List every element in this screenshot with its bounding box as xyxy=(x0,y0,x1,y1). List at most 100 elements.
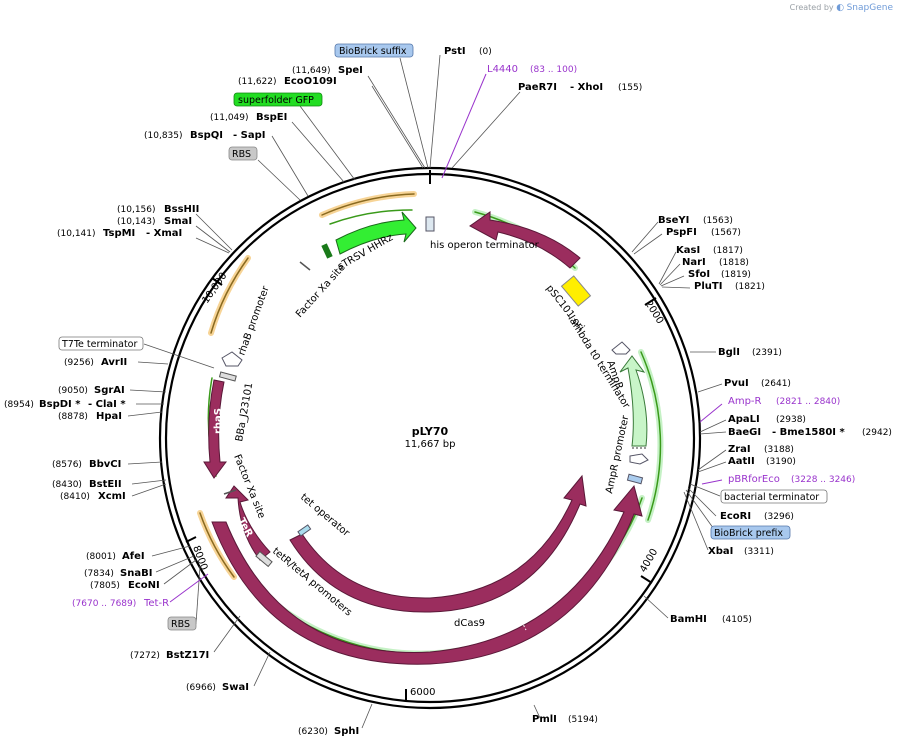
box-bacterial-terminator[interactable]: bacterial terminator xyxy=(720,489,828,504)
tetr-arrow[interactable] xyxy=(225,485,271,561)
rhab-orange-line xyxy=(210,257,249,334)
lambda-terminator-mark xyxy=(611,341,631,355)
primer-tetr[interactable]: (7670 .. 7689) Tet-R xyxy=(72,598,169,609)
primer-pbrforeco-range: (3228 .. 3246) xyxy=(791,475,855,485)
superfolder-gfp-arrow[interactable] xyxy=(335,211,417,255)
enzyme-afei-pos: (8001) xyxy=(86,552,116,562)
enzyme-spei[interactable]: (11,649) SpeI xyxy=(292,65,363,76)
primer-l4440[interactable]: L4440 (83 .. 100) xyxy=(487,64,577,75)
dcas9-3-7-arrow[interactable] xyxy=(289,474,587,613)
enzyme-kasi-pos: (1817) xyxy=(713,246,743,256)
enzyme-afei[interactable]: (8001) AfeI xyxy=(86,551,145,562)
rbs-gfp-mark xyxy=(321,243,333,259)
enzyme-psti[interactable]: PstI (0) xyxy=(444,46,492,57)
enzyme-xcmi[interactable]: (8410) XcmI xyxy=(60,491,126,502)
enzyme-zrai-name: ZraI xyxy=(728,444,751,455)
his-terminator-mark xyxy=(425,216,435,232)
enzyme-ecoo109i[interactable]: (11,622) EcoO109I xyxy=(238,76,337,87)
leader-rbs-top xyxy=(257,159,301,201)
plasmid-name: pLY70 xyxy=(412,425,449,438)
enzyme-sapi[interactable]: (10,835) BspQI - SapI xyxy=(144,130,265,141)
enzyme-bspdi-name: BspDI * xyxy=(39,399,81,410)
credit-brand: SnapGene xyxy=(846,3,893,13)
enzyme-bbvci-name: BbvCI xyxy=(89,459,121,470)
enzyme-hpai[interactable]: (8878) HpaI xyxy=(58,411,122,422)
box-rbs-top-text: RBS xyxy=(232,149,251,160)
box-rbs-bottom[interactable]: RBS xyxy=(167,616,197,631)
bba-j23101-mark xyxy=(218,371,237,382)
box-biobrick-prefix[interactable]: BioBrick prefix xyxy=(710,525,791,540)
psc101-ori-mark[interactable] xyxy=(560,275,592,307)
box-t7te-terminator[interactable]: T7Te terminator xyxy=(58,336,144,351)
enzyme-xhoi[interactable]: PaeR7I - XhoI (155) xyxy=(518,82,642,93)
enzyme-pspfi[interactable]: PspFI (1567) xyxy=(666,227,741,238)
leader-biobrick-suffix xyxy=(399,57,429,169)
enzyme-psti-name: PstI xyxy=(444,46,466,57)
box-biobrick-suffix[interactable]: BioBrick suffix xyxy=(334,43,414,58)
leader-nari xyxy=(659,263,681,286)
enzyme-xbai[interactable]: XbaI (3311) xyxy=(708,546,774,557)
enzyme-bspei[interactable]: (11,049) BspEI xyxy=(210,112,287,123)
primer-pbrforeco[interactable]: pBRforEco (3228 .. 3246) xyxy=(728,474,855,485)
primer-ampr[interactable]: Amp-R (2821 .. 2840) xyxy=(728,396,840,407)
enzyme-sfoi-name: SfoI xyxy=(688,269,710,280)
enzyme-clai-pos: (8954) xyxy=(4,400,34,410)
enzyme-xmai-pos: (10,141) xyxy=(57,229,96,239)
plasmid-length: 11,667 bp xyxy=(405,439,456,450)
primer-ampr-line xyxy=(699,403,723,423)
enzyme-snabi[interactable]: (7834) SnaBI xyxy=(84,568,152,579)
dcas9-arrow[interactable] xyxy=(211,484,643,665)
box-t7te-bg xyxy=(58,336,144,351)
dcas9-label: dCas9 xyxy=(454,618,485,629)
primer-tetr-range: (7670 .. 7689) xyxy=(72,599,136,609)
enzyme-bgli-name: BglI xyxy=(718,347,740,358)
enzyme-swai-name: SwaI xyxy=(222,682,249,693)
enzyme-pvui-name: PvuI xyxy=(724,378,749,389)
primer-l4440-name: L4440 xyxy=(487,64,518,75)
rhas-arrow[interactable] xyxy=(203,379,227,479)
enzyme-ecori[interactable]: EcoRI (3296) xyxy=(720,511,794,522)
enzyme-sfoi[interactable]: SfoI (1819) xyxy=(688,269,751,280)
snapgene-icon: ◐ xyxy=(836,3,845,13)
box-rbs-top[interactable]: RBS xyxy=(228,146,258,161)
enzyme-bbvci[interactable]: (8576) BbvCI xyxy=(52,459,121,470)
leader-bsshii xyxy=(195,213,233,251)
enzyme-ecoo109i-pos: (11,622) xyxy=(238,77,277,87)
enzyme-sgrai[interactable]: (9050) SgrAI xyxy=(58,385,125,396)
enzyme-bstz17i[interactable]: (7272) BstZ17I xyxy=(130,650,209,661)
enzyme-sgrai-pos: (9050) xyxy=(58,386,88,396)
tick-label-4000: 4000 xyxy=(638,547,660,575)
enzyme-pspfi-pos: (1567) xyxy=(711,228,741,238)
leader-biobrick-prefix xyxy=(685,489,717,533)
enzyme-pluti[interactable]: PluTI (1821) xyxy=(694,281,765,292)
enzyme-bspei-name: BspEI xyxy=(256,112,287,123)
enzyme-bamhi[interactable]: BamHI (4105) xyxy=(670,614,752,625)
enzyme-afei-name: AfeI xyxy=(122,551,145,562)
enzyme-bme1580i[interactable]: BaeGI - Bme1580I * (2942) xyxy=(728,427,892,438)
ampr-arrow[interactable] xyxy=(619,355,648,447)
enzyme-bsteii[interactable]: (8430) BstEII xyxy=(52,479,122,490)
enzyme-zrai[interactable]: ZraI (3188) xyxy=(728,444,794,455)
box-biobrick-prefix-text: BioBrick prefix xyxy=(714,528,783,539)
enzyme-swai[interactable]: (6966) SwaI xyxy=(186,682,249,693)
enzyme-avrii[interactable]: (9256) AvrII xyxy=(64,357,127,368)
enzyme-clai[interactable]: (8954) BspDI * - ClaI * xyxy=(4,399,126,410)
rep101-arrow[interactable] xyxy=(469,211,581,269)
enzyme-pmli[interactable]: PmlI (5194) xyxy=(532,714,598,725)
enzyme-xmai[interactable]: (10,141) TspMI - XmaI xyxy=(57,228,182,239)
enzyme-kasi[interactable]: KasI (1817) xyxy=(676,245,743,256)
enzyme-apali[interactable]: ApaLI (2938) xyxy=(728,414,806,425)
enzyme-aatii[interactable]: AatII (3190) xyxy=(728,456,796,467)
enzyme-bsshii[interactable]: (10,156) BssHII xyxy=(117,204,199,215)
enzyme-sphi[interactable]: (6230) SphI xyxy=(298,726,359,737)
enzyme-bgli[interactable]: BglI (2391) xyxy=(718,347,782,358)
enzyme-nari[interactable]: NarI (1818) xyxy=(682,257,749,268)
tick-mark-4000 xyxy=(640,575,653,584)
enzyme-smai[interactable]: (10,143) SmaI xyxy=(117,216,192,227)
tick-mark-2000 xyxy=(644,297,657,306)
box-superfolder-gfp[interactable]: superfolder GFP xyxy=(233,92,323,107)
enzyme-pvui[interactable]: PvuI (2641) xyxy=(724,378,791,389)
enzyme-bseyi[interactable]: BseYI (1563) xyxy=(658,215,733,226)
enzyme-econi[interactable]: (7805) EcoNI xyxy=(90,580,160,591)
